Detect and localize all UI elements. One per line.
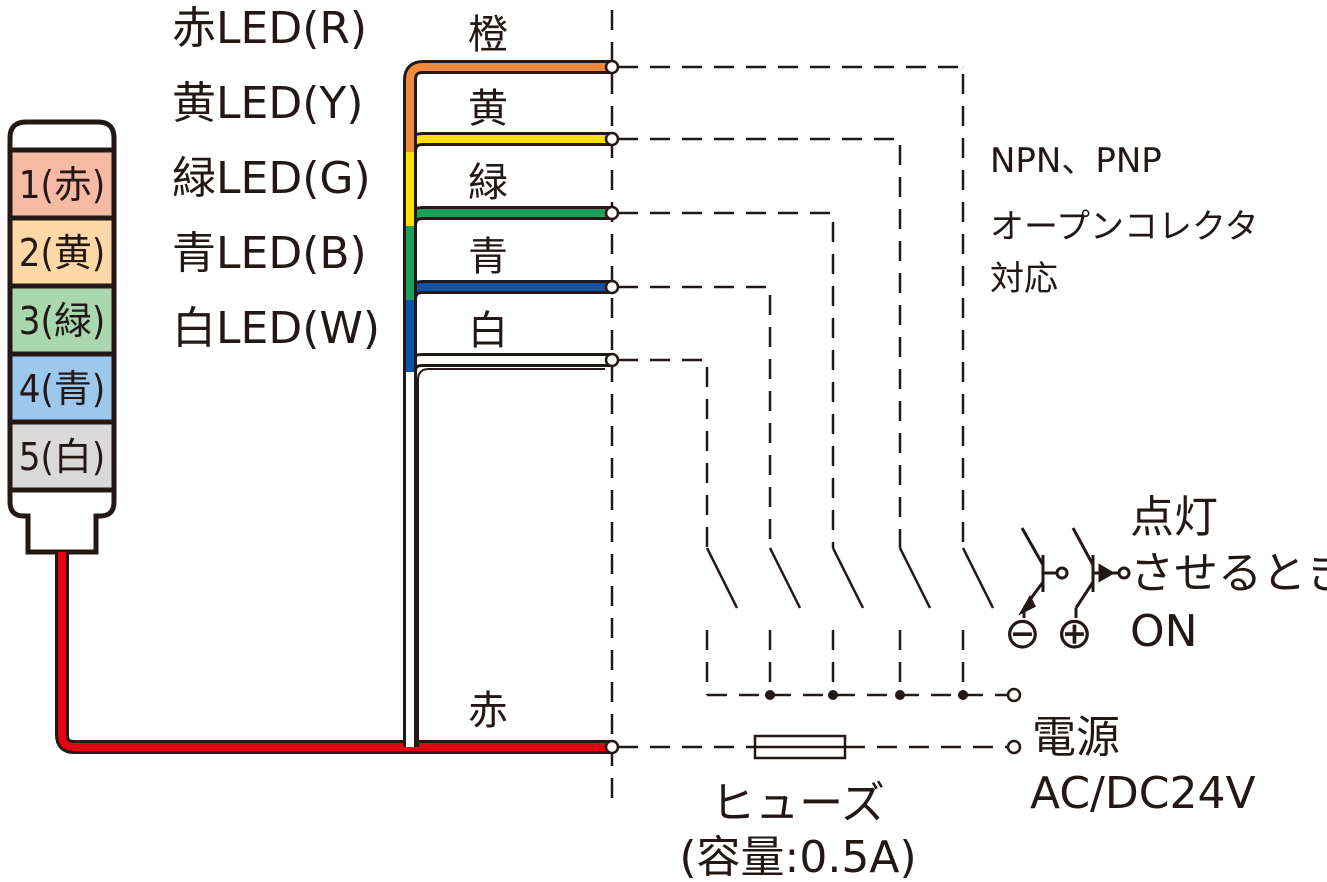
wire-label-red: 赤 xyxy=(468,688,508,734)
wire-label-green: 緑 xyxy=(468,160,508,206)
switch-orange xyxy=(961,547,995,609)
tier-4-label: 4(青) xyxy=(19,367,105,411)
branch-blue xyxy=(618,285,772,548)
on-note-line3: ON xyxy=(1130,606,1198,657)
led-label-white: 白LED(W) xyxy=(172,303,380,354)
wire-label-blue: 青 xyxy=(468,234,508,280)
tier-2-label: 2(黄) xyxy=(19,231,105,275)
power-terminal-bottom xyxy=(1006,739,1022,755)
transistor-note-line1: NPN、PNP xyxy=(990,141,1162,181)
wire-bundle xyxy=(55,60,612,754)
wire-red xyxy=(58,552,612,751)
led-label-yellow: 黄LED(Y) xyxy=(172,78,363,129)
tier-3-label: 3(緑) xyxy=(19,299,105,343)
branch-white xyxy=(618,358,709,548)
on-note-line2: させるとき xyxy=(1130,548,1327,599)
tower-base xyxy=(7,487,117,555)
wire-label-orange: 橙 xyxy=(468,12,508,58)
fuse-capacity: (容量:0.5A) xyxy=(679,832,916,882)
led-label-list: 赤LED(R) 黄LED(Y) 緑LED(G) 青LED(B) 白LED(W) xyxy=(172,3,380,354)
wire-white-outline xyxy=(403,353,612,747)
wire-orange xyxy=(406,63,612,152)
terminal-red xyxy=(604,739,620,755)
switch-white xyxy=(705,547,739,609)
transistor-note-line3: 対応 xyxy=(990,259,1058,299)
power-spec: AC/DC24V xyxy=(1030,768,1256,819)
tower-cap xyxy=(7,119,117,153)
control-wiring xyxy=(618,65,1022,760)
transistor-pnp-icon xyxy=(1071,527,1131,618)
switch-yellow xyxy=(898,547,932,609)
tier-4 xyxy=(7,351,117,425)
led-label-green: 緑LED(G) xyxy=(172,153,371,204)
switch-blue xyxy=(768,547,802,609)
transistor-note: NPN、PNP オープンコレクタ 対応 xyxy=(990,141,1259,299)
wire-white xyxy=(406,356,612,747)
wire-label-white: 白 xyxy=(468,308,508,354)
terminal-orange xyxy=(604,59,620,75)
bus-junctions xyxy=(765,690,968,700)
branch-yellow xyxy=(618,137,902,548)
signal-tower: 1(赤) 2(黄) 3(緑) 4(青) 5(白) xyxy=(7,119,117,555)
wire-white-inner xyxy=(417,368,605,747)
tier-5-label: 5(白) xyxy=(19,435,105,479)
transistor-npn-icon xyxy=(1018,527,1069,618)
terminal-blue xyxy=(604,279,620,295)
tier-1-label: 1(赤) xyxy=(19,163,105,207)
terminal-white xyxy=(604,352,620,368)
fuse-label: ヒューズ xyxy=(711,778,885,829)
wire-label-yellow: 黄 xyxy=(468,86,508,132)
wire-label-list: 橙 黄 緑 青 白 赤 xyxy=(468,12,508,734)
power-note: 電源 AC/DC24V xyxy=(1030,712,1256,819)
terminal-yellow xyxy=(604,131,620,147)
terminal-green xyxy=(604,205,620,221)
power-terminal-top xyxy=(1006,687,1022,703)
fuse-note: ヒューズ (容量:0.5A) xyxy=(679,778,916,882)
minus-icon: ⊖ xyxy=(1004,608,1041,659)
led-label-red: 赤LED(R) xyxy=(172,3,367,54)
on-note-line1: 点灯 xyxy=(1130,492,1218,543)
led-label-blue: 青LED(B) xyxy=(172,228,367,279)
power-label: 電源 xyxy=(1032,712,1120,763)
transistor-note-line2: オープンコレクタ xyxy=(990,207,1259,247)
switch-green xyxy=(831,547,865,609)
branch-orange xyxy=(618,65,965,548)
plus-icon: ⊕ xyxy=(1056,608,1093,659)
branch-green xyxy=(618,211,835,548)
wire-red-outline xyxy=(55,552,612,754)
on-note: 点灯 させるとき ON xyxy=(1130,492,1327,657)
